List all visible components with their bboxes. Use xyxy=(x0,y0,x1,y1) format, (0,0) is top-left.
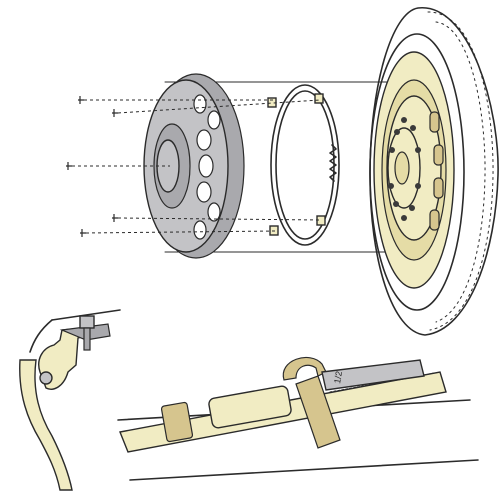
tire-sidewall xyxy=(369,33,465,311)
hubcap-hole xyxy=(196,181,212,203)
rim-profile xyxy=(19,359,73,491)
adjuster-sleeve xyxy=(208,385,292,429)
hubcap-holes xyxy=(193,94,221,240)
wrench-handle xyxy=(321,359,425,391)
screw-3 xyxy=(66,162,72,170)
wheel-studs xyxy=(388,117,421,221)
wrench-jaw xyxy=(282,356,327,381)
ring-inner xyxy=(275,90,335,240)
stud xyxy=(394,129,400,135)
hubcap-hole xyxy=(198,154,214,178)
vent xyxy=(429,111,440,133)
retainer-clip-4 xyxy=(316,215,326,226)
mounting-screws xyxy=(66,96,323,237)
vent xyxy=(433,144,444,166)
wheel-vents xyxy=(429,111,444,231)
wheel-and-tire xyxy=(369,7,499,336)
tire-tread xyxy=(427,11,494,331)
retainer-ring xyxy=(267,84,340,246)
hubcap-hole xyxy=(207,202,221,222)
stud xyxy=(389,147,395,153)
wrench-head xyxy=(295,375,341,449)
tire-tread-inner xyxy=(435,21,486,323)
vent xyxy=(433,177,444,199)
retainer-clip-3 xyxy=(269,225,279,236)
clip-spring-loop xyxy=(39,371,53,385)
ring-spring xyxy=(329,144,337,182)
hub-center xyxy=(394,151,410,185)
stud xyxy=(401,117,407,123)
screw-5 xyxy=(80,229,86,237)
retainer-clip-2 xyxy=(314,93,324,104)
rail-bottom xyxy=(129,459,479,481)
screw-4 xyxy=(112,214,118,222)
hubcap-edge xyxy=(29,319,53,353)
stud xyxy=(409,205,415,211)
hubcap-hole xyxy=(196,129,212,151)
vent xyxy=(429,209,440,231)
ring-outer xyxy=(270,84,340,246)
clip-cross-section-detail xyxy=(19,309,121,491)
wrench: 1/2 xyxy=(282,356,425,449)
wrench-size-label: 1/2 xyxy=(332,370,344,384)
tire-outer xyxy=(369,7,499,336)
stud xyxy=(393,201,399,207)
hubcap-hole xyxy=(193,94,207,114)
stud xyxy=(388,183,394,189)
nut xyxy=(79,315,95,329)
bolt xyxy=(83,327,91,351)
stud xyxy=(401,215,407,221)
screw-1 xyxy=(78,96,84,104)
lock-nut xyxy=(160,401,194,443)
hubcap-hole xyxy=(193,220,207,240)
stud xyxy=(415,147,421,153)
hubcap-flange xyxy=(51,309,121,321)
stud xyxy=(410,125,416,131)
wrench-detail: 1/2 xyxy=(117,356,479,481)
exploded-view xyxy=(66,7,499,336)
hubcap-hole xyxy=(207,110,221,130)
stud xyxy=(415,183,421,189)
screw-2 xyxy=(112,109,118,117)
hubcap xyxy=(143,73,245,259)
